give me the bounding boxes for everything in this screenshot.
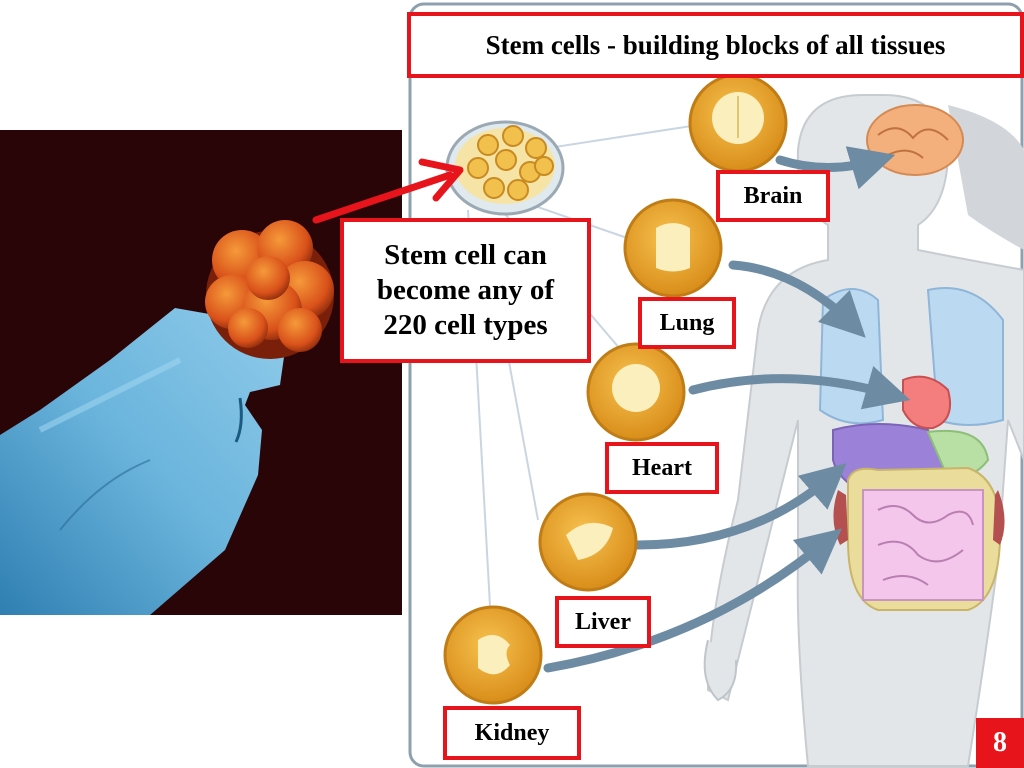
label-kidney: Kidney bbox=[443, 706, 581, 760]
stem-cell-callout: Stem cell can become any of 220 cell typ… bbox=[340, 218, 591, 363]
label-liver: Liver bbox=[555, 596, 651, 648]
page-number: 8 bbox=[976, 718, 1024, 768]
cell-diagram-panel bbox=[408, 0, 1024, 768]
pointer-arrow-icon bbox=[312, 158, 464, 224]
stem-cell-heart bbox=[586, 342, 686, 442]
slide-title: Stem cells - building blocks of all tiss… bbox=[407, 12, 1024, 78]
stem-cell-brain bbox=[688, 73, 788, 173]
brain-organ bbox=[866, 104, 964, 176]
stem-cell-lung bbox=[623, 198, 723, 298]
embryo-cluster bbox=[205, 220, 334, 359]
petri-dish-icon bbox=[445, 120, 565, 216]
label-lung: Lung bbox=[638, 297, 736, 349]
stem-cell-liver bbox=[538, 492, 638, 592]
heart-organ bbox=[902, 375, 952, 430]
stem-cell-kidney bbox=[443, 605, 543, 705]
label-heart: Heart bbox=[605, 442, 719, 494]
label-brain: Brain bbox=[716, 170, 830, 222]
intestines-organ bbox=[833, 466, 1005, 611]
